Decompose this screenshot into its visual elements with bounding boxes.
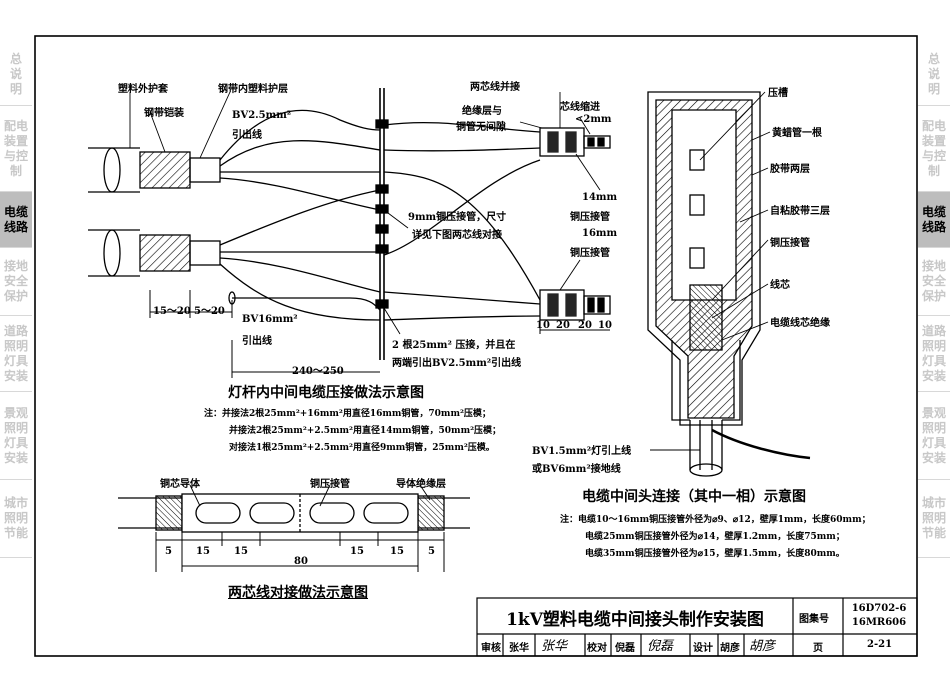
dim-5-20: 5～20: [194, 306, 225, 317]
label-no-gap-2: 铜管无间隙: [456, 122, 506, 133]
label-outer-sheath: 塑料外护套: [118, 84, 168, 95]
label-armor: 钢带铠装: [144, 108, 184, 119]
label-tape3: 自粘胶带三层: [770, 206, 830, 217]
label-crimp-1: 2 根25mm² 压接，并且在: [392, 340, 516, 351]
label-bv16-1: BV16mm²: [242, 314, 298, 325]
diagram-1-note-1: 注：并接法2根25mm²+16mm²用直径16mm铜管，70mm²压模；: [204, 409, 491, 419]
label-insulation: 导体绝缘层: [396, 479, 446, 490]
label-tape2: 胶带两层: [770, 164, 810, 175]
label-bv25-1: BV2.5mm²: [232, 110, 292, 121]
dim-240-250: 240～250: [292, 366, 344, 377]
sidebar-right-tab-landscape[interactable]: 景观照明灯具安装: [918, 392, 950, 480]
label-copper-core: 铜芯导体: [160, 479, 200, 490]
diagram-3-notes: 注：电缆10～16mm铜压接管外径为⌀9、⌀12，壁厚1mm，长度60mm； 电…: [560, 512, 871, 563]
diagram-3-joint-phase: [647, 91, 811, 477]
sidebar-left-tab-cable[interactable]: 电缆线路: [0, 192, 32, 248]
sidebar-left-tab-grounding[interactable]: 接地安全保护: [0, 248, 32, 316]
label-tube16-1: 16mm: [582, 228, 618, 239]
sidebar-left-tab-general[interactable]: 总说明: [0, 44, 32, 106]
label-bv16-2: 引出线: [242, 336, 272, 347]
checker-signature: 倪磊: [647, 639, 674, 654]
diagram-3-note-3: 电缆35mm铜压接管外径为⌀15，壁厚1.5mm，长度80mm。: [585, 549, 845, 559]
sidebar-left-tab-landscape[interactable]: 景观照明灯具安装: [0, 392, 32, 480]
label-core: 线芯: [770, 280, 790, 291]
label-no-gap-1: 绝缘层与: [462, 106, 502, 117]
dim2-total-80: 80: [294, 556, 308, 567]
title-block-grid: [476, 597, 918, 657]
dim-20-b: 20: [578, 320, 592, 331]
diagram-2-core-butt-joint: [118, 484, 470, 572]
title-block: 1kV塑料电缆中间接头制作安装图 图集号 16D702-6 16MR606 审核…: [477, 598, 917, 656]
design-label: 设计: [693, 643, 713, 654]
dim2-15-b: 15: [234, 546, 248, 557]
sidebar-right-tab-energy[interactable]: 城市照明节能: [918, 480, 950, 558]
drawing-title: 1kV塑料电缆中间接头制作安装图: [506, 609, 764, 630]
dim2-15-d: 15: [390, 546, 404, 557]
sidebar-right-tab-cable[interactable]: 电缆线路: [918, 192, 950, 248]
atlas-code-2: 16MR606: [851, 617, 907, 628]
sidebar-right: 总说明 配电装置与控制 电缆线路 接地安全保护 道路照明灯具安装 景观照明灯具安…: [918, 44, 950, 558]
diagram-3-title: 电缆中间头连接（其中一相）示意图: [582, 489, 806, 505]
sidebar-right-tab-grounding[interactable]: 接地安全保护: [918, 248, 950, 316]
sidebar-right-tab-road-lighting[interactable]: 道路照明灯具安装: [918, 316, 950, 392]
dim-20-a: 20: [556, 320, 570, 331]
sidebar-right-tab-distribution[interactable]: 配电装置与控制: [918, 106, 950, 192]
label-groove: 压槽: [768, 88, 788, 99]
label-tube9-2: 详见下图两芯线对接: [412, 230, 502, 241]
dim2-15-c: 15: [350, 546, 364, 557]
label-tube16-2: 铜压接管: [570, 248, 610, 259]
label-lead-2: 或BV6mm²接地线: [532, 464, 621, 475]
diagram-3-note-2: 电缆25mm铜压接管外径为⌀14，壁厚1.2mm，长度75mm；: [585, 532, 845, 542]
page-number: 2-21: [867, 639, 893, 650]
dim2-5-b: 5: [428, 546, 435, 557]
label-bv25-2: 引出线: [232, 130, 262, 141]
label-crimp-tube: 铜压接管: [310, 479, 350, 490]
designer-name: 胡彦: [720, 643, 740, 654]
diagram-1-cable-crimp: [88, 88, 611, 378]
atlas-code: 16D702-6 16MR606: [842, 602, 916, 630]
page-label: 页: [813, 643, 823, 654]
sidebar-left-tab-road-lighting[interactable]: 道路照明灯具安装: [0, 316, 32, 392]
checker-name: 倪磊: [615, 643, 635, 654]
label-yellow-wax: 黄蜡管一根: [772, 128, 822, 139]
label-core-ins: 电缆线芯绝缘: [770, 318, 830, 329]
dim-10-a: 10: [536, 320, 550, 331]
review-label: 审核: [481, 643, 501, 654]
sidebar-right-tab-general[interactable]: 总说明: [918, 44, 950, 106]
label-lead-1: BV1.5mm²灯引上线: [532, 446, 632, 457]
label-crimp-2: 两端引出BV2.5mm²引出线: [392, 358, 522, 369]
label-tube14-1: 14mm: [582, 192, 618, 203]
reviewer-name: 张华: [509, 643, 529, 654]
diagram-2-title: 两芯线对接做法示意图: [228, 585, 368, 601]
dim2-15-a: 15: [196, 546, 210, 557]
atlas-label: 图集号: [799, 614, 829, 625]
diagram-1-note-3: 对接法1根25mm²+2.5mm²用直径9mm铜管，25mm²压模。: [229, 443, 495, 453]
frame-border: [34, 35, 918, 657]
label-parallel: 两芯线并接: [470, 82, 520, 93]
dim-10-b: 10: [598, 320, 612, 331]
check-label: 校对: [587, 643, 607, 654]
diagram-1-note-2: 并接法2根25mm²+2.5mm²用直径14mm铜管，50mm²压模；: [229, 426, 502, 436]
dim2-5-a: 5: [165, 546, 172, 557]
label-tube14-2: 铜压接管: [570, 212, 610, 223]
sidebar-left: 总说明 配电装置与控制 电缆线路 接地安全保护 道路照明灯具安装 景观照明灯具安…: [0, 44, 32, 558]
dim-15-20: 15～20: [153, 306, 191, 317]
label-tube9-1: 9mm铜压接管，尺寸: [408, 212, 507, 223]
sidebar-left-tab-distribution[interactable]: 配电装置与控制: [0, 106, 32, 192]
sidebar-left-tab-energy[interactable]: 城市照明节能: [0, 480, 32, 558]
diagram-1-title: 灯杆内中间电缆压接做法示意图: [228, 385, 424, 401]
reviewer-signature: 张华: [541, 639, 568, 654]
label-inner-sheath: 钢带内塑料护层: [218, 84, 288, 95]
diagram-1-notes: 注：并接法2根25mm²+16mm²用直径16mm铜管，70mm²压模； 并接法…: [204, 406, 501, 457]
atlas-code-1: 16D702-6: [851, 603, 907, 614]
diagram-3-note-1: 注：电缆10～16mm铜压接管外径为⌀9、⌀12，壁厚1mm，长度60mm；: [560, 515, 871, 525]
label-retract-1: 芯线缩进: [560, 102, 600, 113]
label-retract-2: <2mm: [575, 114, 612, 125]
label-crimp-tube-3: 铜压接管: [770, 238, 810, 249]
designer-signature: 胡彦: [749, 639, 776, 654]
